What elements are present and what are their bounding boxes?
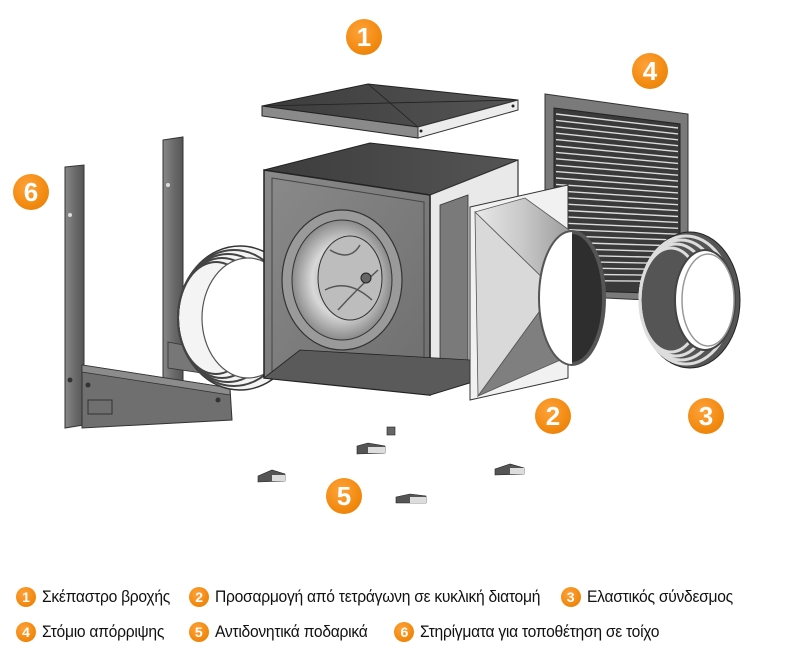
grille-louver <box>555 145 679 159</box>
anti-vibration-feet <box>257 426 525 504</box>
grille-louver <box>555 119 679 135</box>
diagram-illustration <box>64 83 741 504</box>
foot <box>356 442 386 455</box>
foot <box>395 493 427 504</box>
legend-item-6: 6 Στηρίγματα για τοποθέτηση σε τοίχο <box>394 622 680 642</box>
legend-label: Στηρίγματα για τοποθέτηση σε τοίχο <box>420 622 660 641</box>
legend-badge: 1 <box>16 587 36 607</box>
legend-item-5: 5 Αντιδονητικά ποδαρικά <box>188 622 381 642</box>
callout-2: 2 <box>535 398 571 434</box>
grille-louver <box>555 202 679 212</box>
bolt <box>386 426 396 436</box>
legend-label: Ελαστικός σύνδεσμος <box>586 587 733 606</box>
grille-louver <box>555 177 679 188</box>
fan-housing <box>262 142 519 396</box>
grille-louver <box>555 158 679 170</box>
grille-louver <box>555 113 679 129</box>
square-to-round-adapter <box>469 184 606 401</box>
grille-louver <box>555 151 679 165</box>
rain-cover <box>261 83 519 139</box>
foot <box>257 469 286 483</box>
grille-louver <box>555 183 679 194</box>
callout-3: 3 <box>688 398 724 434</box>
grille-louver <box>555 222 679 229</box>
grille-louver <box>555 138 679 153</box>
legend-badge: 4 <box>16 622 36 642</box>
legend-label: Προσαρμογή από τετράγωνη σε κυκλική διατ… <box>215 587 541 606</box>
legend-row-2: 4 Στόμιο απόρριψης 5 Αντιδονητικά ποδαρι… <box>16 620 694 644</box>
flexible-connector-right <box>638 231 741 369</box>
exploded-diagram: 1 2 3 4 5 6 <box>13 19 741 514</box>
callout-5: 5 <box>326 478 362 514</box>
grille-louver <box>555 170 679 182</box>
grille-louver <box>555 126 679 141</box>
legend-item-4: 4 Στόμιο απόρριψης <box>16 622 175 642</box>
grille-louver <box>555 215 679 224</box>
legend-badge: 3 <box>560 587 581 607</box>
legend-item-1: 1 Σκέπαστρο βροχής <box>16 587 181 607</box>
legend-item-3: 3 Ελαστικός σύνδεσμος <box>560 587 746 607</box>
legend-label: Σκέπαστρο βροχής <box>42 587 171 606</box>
legend-badge: 5 <box>188 622 209 642</box>
grille-louver <box>555 196 679 206</box>
legend-label: Αντιδονητικά ποδαρικά <box>214 622 368 641</box>
legend-badge: 6 <box>394 622 415 642</box>
foot <box>494 463 525 476</box>
legend-label: Στόμιο απόρριψης <box>42 622 165 641</box>
grille-louver <box>555 132 679 147</box>
grille-louver <box>555 228 679 235</box>
callout-1: 1 <box>346 19 382 55</box>
callout-4: 4 <box>632 53 668 89</box>
callout-6: 6 <box>13 174 49 210</box>
legend-item-2: 2 Προσαρμογή από τετράγωνη σε κυκλική δι… <box>189 587 568 607</box>
grille-louver <box>555 190 679 200</box>
grille-louver <box>555 209 679 218</box>
legend-row-1: 1 Σκέπαστρο βροχής 2 Προσαρμογή από τετρ… <box>16 585 759 609</box>
grille-louver <box>555 164 679 176</box>
legend-badge: 2 <box>189 587 210 607</box>
